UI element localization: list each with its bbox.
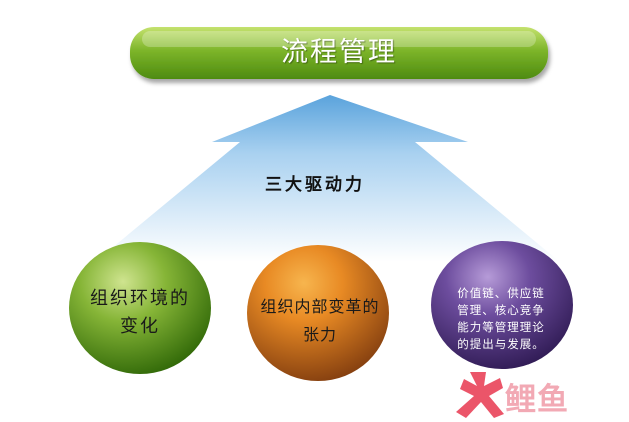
driver-ball-theory [431,241,573,369]
driver-label-line: 变化 [120,316,160,337]
page-title: 流程管理 [281,37,397,68]
driver-label-line: 的提出与发展。 [457,337,545,351]
driver-label-line: 能力等管理理论 [457,320,545,334]
driver-label-environment: 组织环境的 变化 [70,285,210,341]
driver-label-line: 组织内部变革的 [260,297,380,316]
banner-highlight [142,31,536,47]
driver-label-theory: 价值链、供应链 管理、核心竞争 能力等管理理论 的提出与发展。 [436,285,566,353]
driver-ball-environment [69,242,211,374]
driver-ball-internal [247,245,389,381]
driver-label-line: 管理、核心竞争 [457,303,545,317]
driver-label-line: 组织环境的 [90,288,190,309]
driver-label-line: 张力 [302,325,337,344]
upward-arrow [95,95,560,262]
driver-label-internal: 组织内部变革的 张力 [250,293,390,349]
watermark-logo-icon [456,372,504,418]
driver-label-line: 价值链、供应链 [457,286,545,300]
title-banner [130,27,548,79]
watermark-text: 鲤鱼 [505,382,569,418]
diagram-subtitle: 三大驱动力 [265,175,365,195]
